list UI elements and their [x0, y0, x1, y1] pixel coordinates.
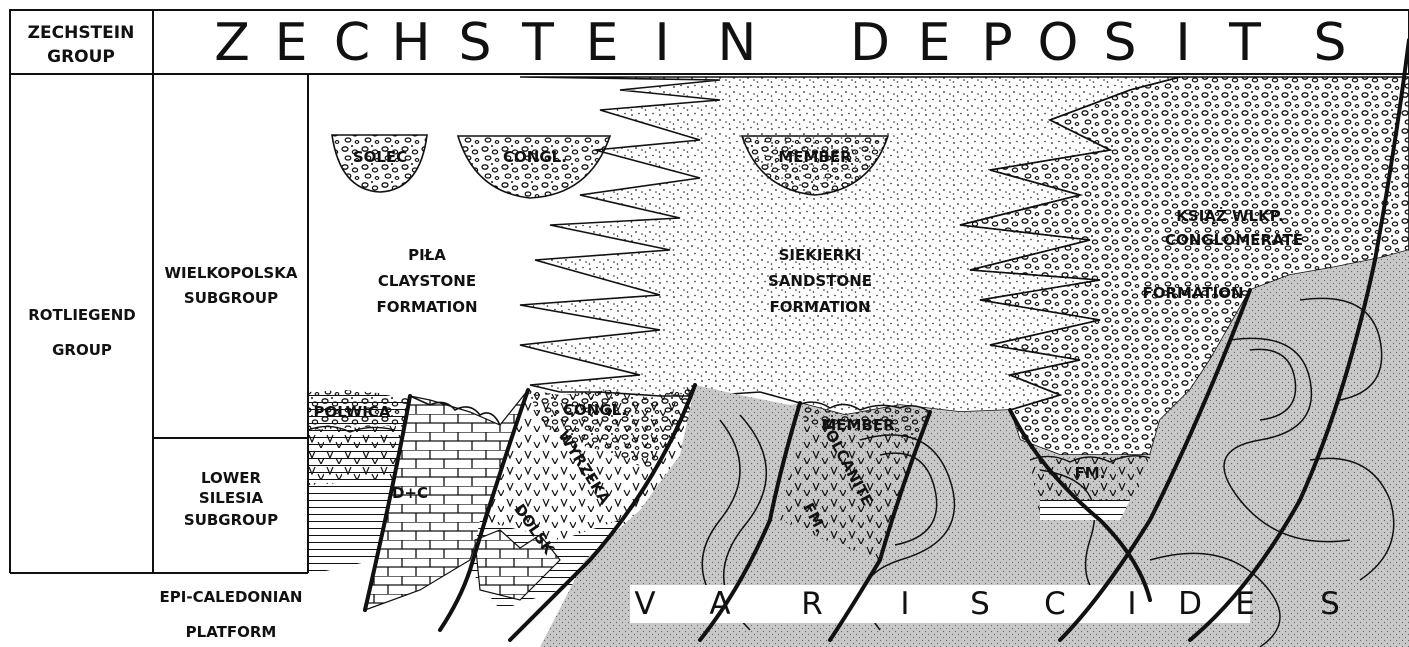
d-c-label: D+C [392, 484, 428, 502]
ksiaz-label-2: CONGLOMERATE [1165, 231, 1303, 249]
zechstein-group-label-1: ZECHSTEIN [28, 23, 135, 43]
epi-caledonian-label-2: PLATFORM [186, 623, 277, 641]
variscides-letter-9: S [1320, 586, 1340, 622]
lower-silesia-label-3: SUBGROUP [184, 511, 278, 529]
variscides-letter-8: E [1235, 586, 1255, 622]
title-letter-10: E [918, 13, 951, 73]
congl-upper-label: CONGL. [503, 148, 567, 166]
siekierki-label-1: SIEKIERKI [779, 246, 862, 264]
title-letter-4: S [458, 13, 491, 73]
title-letter-16: S [1313, 13, 1346, 73]
wielkopolska-label-1: WIELKOPOLSKA [165, 264, 298, 282]
fm-right-label: FM. [1075, 464, 1106, 482]
title-letter-14: I [1175, 13, 1190, 73]
siekierki-label-2: SANDSTONE [768, 272, 872, 290]
title-letter-11: P [981, 13, 1012, 73]
title-letter-1: E [275, 13, 308, 73]
title-letter-2: C [334, 13, 370, 73]
title-letter-9: D [850, 13, 890, 73]
variscides-letter-0: V [634, 586, 655, 622]
wielkopolska-label-2: SUBGROUP [184, 289, 278, 307]
title-letter-5: T [521, 13, 554, 73]
ksiaz-label-1: KSIĄŻ WLKP. [1176, 206, 1283, 225]
member-upper-label: MEMBER [778, 148, 852, 166]
variscides-letter-7: D [1178, 586, 1202, 622]
lower-silesia-label-1: LOWER [201, 469, 262, 487]
rotliegend-label-2: GROUP [52, 341, 112, 359]
title-letter-15: T [1228, 13, 1261, 73]
title-letter-13: S [1103, 13, 1136, 73]
variscides-letter-2: R [801, 586, 823, 622]
pila-label-3: FORMATION [376, 298, 477, 316]
title-letter-12: O [1038, 13, 1079, 73]
title-letter-6: E [586, 13, 619, 73]
title-letter-8: N [718, 13, 757, 73]
zechstein-group-label-2: GROUP [47, 47, 115, 67]
variscides-letter-1: A [709, 586, 730, 622]
lower-silesia-label-2: SILESIA [199, 489, 264, 507]
epi-caledonian-label-1: EPI-CALEDONIAN [160, 588, 303, 606]
variscides-letter-3: I [900, 586, 909, 622]
congl-upper-lens [458, 136, 610, 198]
variscides-letter-4: S [970, 586, 990, 622]
siekierki-label-3: FORMATION [769, 298, 870, 316]
pila-label-1: PIŁA [408, 246, 446, 264]
ksiaz-label-3: FORMATION [1142, 284, 1243, 302]
rotliegend-label-1: ROTLIEGEND [28, 306, 135, 324]
congl-lower-label: CONGL. [563, 401, 627, 419]
title-letter-0: Z [214, 13, 250, 73]
solec-label: SOLEC [353, 148, 407, 166]
pila-label-2: CLAYSTONE [378, 272, 476, 290]
variscides-letter-6: I [1127, 586, 1136, 622]
variscides-letter-5: C [1044, 586, 1066, 622]
polwica-label: POLWICA [314, 403, 391, 421]
title-letter-7: I [654, 13, 669, 73]
title-letter-3: H [391, 13, 430, 73]
